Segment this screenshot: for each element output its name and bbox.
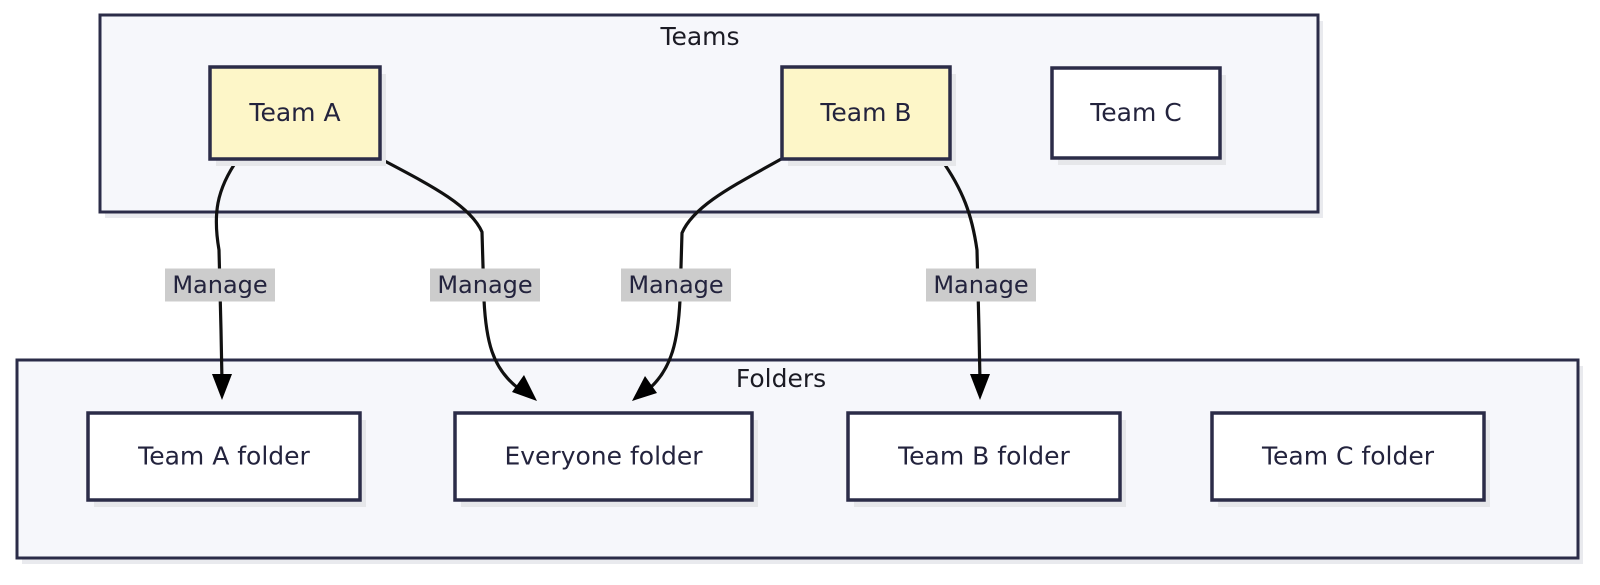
edge-label-background [165,268,275,302]
edge-arrowhead-icon [512,375,537,401]
node-label-team-a: Team A [248,98,340,127]
nodes-layer: Team A Team B Team C Team A folder Everyone … [86,65,1490,507]
edge-line [648,156,784,390]
edge-line [939,158,982,383]
node-label-everyone-folder: Everyone folder [504,442,703,471]
node-box[interactable] [453,411,754,502]
edge-label-text: Manage [437,271,532,299]
edge-team-a-to-everyone-folder [378,156,537,401]
cluster-title-folders: Folders [736,364,826,393]
edge-team-b-to-everyone-folder [632,156,784,401]
node-label-team-b: Team B [819,98,911,127]
node-box[interactable] [208,65,382,161]
node-team-c[interactable]: Team C [1050,66,1226,165]
edge-label-text: Manage [933,271,1028,299]
edge-line [378,156,519,390]
edge-team-a-to-team-a-folder [212,158,240,400]
cluster-title-teams: Teams [659,22,739,51]
edge-team-b-to-team-b-folder [939,158,990,400]
node-everyone-folder[interactable]: Everyone folder [453,411,758,507]
edge-team-a-to-everyone-folder-label: Manage [430,268,540,302]
edge-arrowhead-icon [212,374,232,400]
edge-label-text: Manage [172,271,267,299]
edges-layer [212,156,990,401]
node-box[interactable] [780,65,952,161]
node-box[interactable] [1050,66,1222,160]
edge-team-b-to-team-b-folder-label: Manage [926,268,1036,302]
node-box[interactable] [846,411,1122,502]
edge-labels-layer: Manage Manage Manage Manage [165,268,1036,302]
node-label-team-a-folder: Team A folder [137,442,310,471]
node-box[interactable] [1210,411,1486,502]
node-box[interactable] [86,411,362,502]
edge-label-background [430,268,540,302]
node-team-b[interactable]: Team B [780,65,956,166]
node-label-team-b-folder: Team B folder [897,442,1070,471]
edge-line [214,158,240,383]
edge-label-background [926,268,1036,302]
edge-arrowhead-icon [632,376,657,401]
node-team-b-folder[interactable]: Team B folder [846,411,1126,507]
edge-team-b-to-everyone-folder-label: Manage [621,268,731,302]
edge-team-a-to-team-a-folder-label: Manage [165,268,275,302]
node-team-c-folder[interactable]: Team C folder [1210,411,1490,507]
node-team-a-folder[interactable]: Team A folder [86,411,366,507]
edge-label-text: Manage [628,271,723,299]
edge-label-background [621,268,731,302]
node-label-team-c: Team C [1089,98,1181,127]
node-label-team-c-folder: Team C folder [1261,442,1435,471]
node-team-a[interactable]: Team A [208,65,386,166]
edge-arrowhead-icon [970,374,990,400]
